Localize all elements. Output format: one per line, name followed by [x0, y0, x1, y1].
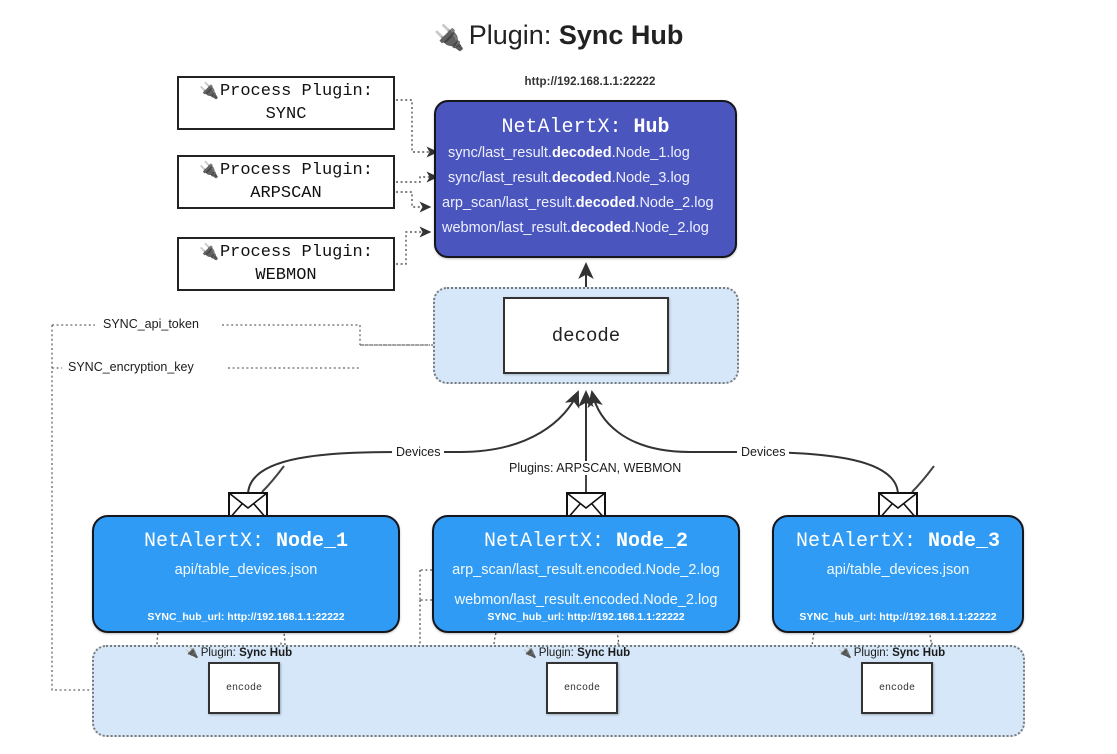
plug-icon: 🔌: [199, 162, 219, 179]
hub-title-prefix: NetAlertX:: [501, 116, 622, 139]
edge-label-plugins-center: Plugins: ARPSCAN, WEBMON: [505, 461, 686, 475]
page-title-prefix: Plugin:: [468, 20, 552, 50]
plugin-zone-label-1: 🔌Plugin: Sync Hub: [185, 647, 293, 659]
setting-encryption-key-label: SYNC_encryption_key: [64, 360, 198, 374]
plugin-zone-label-3: 🔌Plugin: Sync Hub: [838, 647, 946, 659]
hub-log-3: arp_scan/last_result.decoded.Node_2.log: [442, 195, 714, 211]
node-box-node-1[interactable]: NetAlertX: Node_1 api/table_devices.json…: [92, 515, 400, 633]
node-2-title: NetAlertX: Node_2: [434, 529, 738, 555]
process-plugin-sync-name: SYNC: [265, 105, 307, 124]
encode-box-node-3[interactable]: encode: [861, 662, 933, 714]
node-1-hub-url: SYNC_hub_url: http://192.168.1.1:22222: [147, 611, 345, 623]
hub-url: http://192.168.1.1:22222: [524, 76, 656, 88]
setting-api-token-label: SYNC_api_token: [99, 317, 203, 331]
node-2-title-name: Node_2: [616, 530, 689, 553]
node-1-title-name: Node_1: [276, 530, 349, 553]
process-plugin-arpscan-name: ARPSCAN: [250, 184, 322, 203]
process-plugin-webmon[interactable]: 🔌Process Plugin: WEBMON: [177, 237, 395, 291]
decode-box[interactable]: decode: [503, 297, 669, 374]
node-3-line-1: api/table_devices.json: [826, 562, 970, 578]
plug-icon: 🔌: [199, 244, 219, 261]
encode-box-node-1[interactable]: encode: [208, 662, 280, 714]
page-title-name: Sync Hub: [558, 20, 684, 50]
node-2-line-2: webmon/last_result.encoded.Node_2.log: [454, 592, 718, 608]
envelope-icon: [878, 492, 918, 520]
process-plugin-arpscan-line1: 🔌Process Plugin:: [199, 161, 373, 180]
process-plugin-sync-line1: 🔌Process Plugin:: [199, 82, 373, 101]
edge-label-devices-right: Devices: [737, 445, 790, 459]
node-3-title-name: Node_3: [928, 530, 1001, 553]
edge-label-devices-left: Devices: [392, 445, 445, 459]
plug-icon: 🔌: [433, 24, 465, 52]
hub-title-name: Hub: [633, 116, 670, 139]
node-box-node-3[interactable]: NetAlertX: Node_3 api/table_devices.json…: [772, 515, 1024, 633]
plug-icon: 🔌: [838, 647, 852, 659]
process-plugin-webmon-line1: 🔌Process Plugin:: [199, 243, 373, 262]
node-3-hub-url: SYNC_hub_url: http://192.168.1.1:22222: [799, 611, 997, 623]
node-3-title-prefix: NetAlertX:: [795, 530, 916, 553]
node-1-title: NetAlertX: Node_1: [94, 529, 398, 555]
plug-icon: 🔌: [185, 647, 199, 659]
node-3-title: NetAlertX: Node_3: [774, 529, 1022, 555]
hub-log-1: sync/last_result.decoded.Node_1.log: [448, 145, 690, 161]
process-plugin-webmon-name: WEBMON: [255, 266, 317, 285]
node-2-title-prefix: NetAlertX:: [483, 530, 604, 553]
hub-box[interactable]: NetAlertX: Hub sync/last_result.decoded.…: [434, 100, 737, 258]
node-1-line-1: api/table_devices.json: [174, 562, 318, 578]
plug-icon: 🔌: [199, 83, 219, 100]
node-2-hub-url: SYNC_hub_url: http://192.168.1.1:22222: [487, 611, 685, 623]
hub-title: NetAlertX: Hub: [436, 115, 735, 141]
plug-icon: 🔌: [523, 647, 537, 659]
node-1-title-prefix: NetAlertX:: [143, 530, 264, 553]
plugin-zone-label-2: 🔌Plugin: Sync Hub: [523, 647, 631, 659]
hub-log-4: webmon/last_result.decoded.Node_2.log: [442, 220, 709, 236]
process-plugin-arpscan[interactable]: 🔌Process Plugin: ARPSCAN: [177, 155, 395, 209]
encode-box-node-2[interactable]: encode: [546, 662, 618, 714]
hub-log-2: sync/last_result.decoded.Node_3.log: [448, 170, 690, 186]
page-title: 🔌Plugin: Sync Hub: [0, 18, 1117, 55]
node-box-node-2[interactable]: NetAlertX: Node_2 arp_scan/last_result.e…: [432, 515, 740, 633]
node-2-line-1: arp_scan/last_result.encoded.Node_2.log: [452, 562, 720, 578]
process-plugin-sync[interactable]: 🔌Process Plugin: SYNC: [177, 76, 395, 130]
